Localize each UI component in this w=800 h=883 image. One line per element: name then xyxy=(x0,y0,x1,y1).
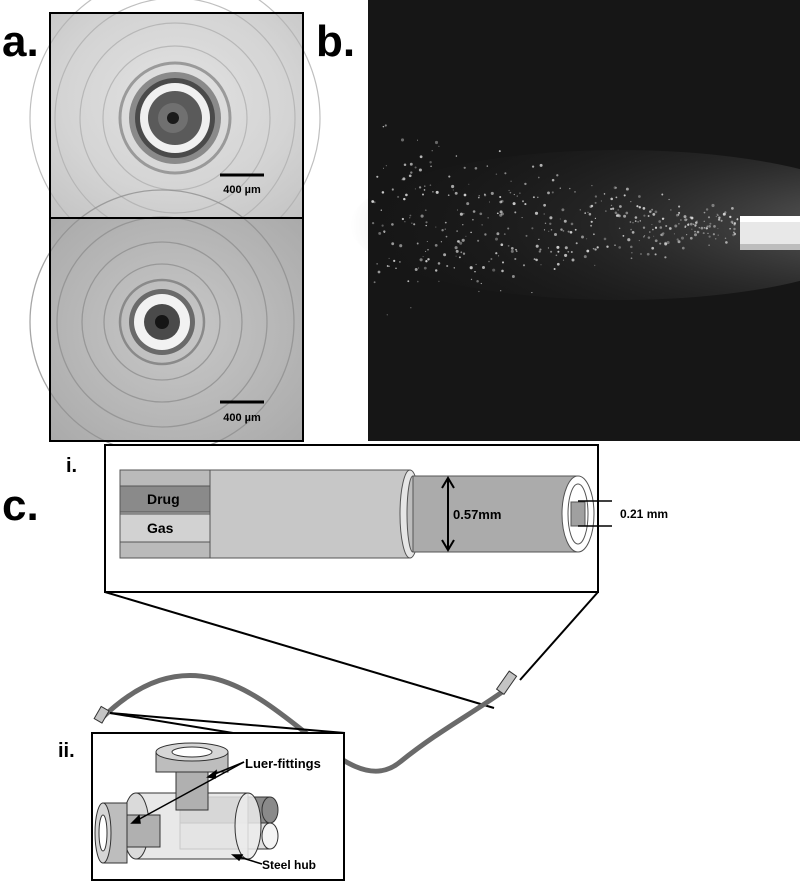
micrograph-top xyxy=(29,0,321,264)
capillary-end xyxy=(93,705,110,724)
inset-i-label: i. xyxy=(66,455,78,477)
capillary-tip xyxy=(495,670,518,696)
inner-diameter-lines xyxy=(578,500,612,527)
panel-c-label: c. xyxy=(2,481,39,530)
nozzle-tip-tube xyxy=(412,475,595,553)
zoom-line-i-left xyxy=(104,591,495,709)
scale-bar-bottom-label: 400 µm xyxy=(223,412,261,424)
luer-callout-lines xyxy=(130,761,245,824)
zoom-line-ii-right xyxy=(109,712,346,734)
panel-c: Drug Gas 0.57mm 0.21 mm xyxy=(91,444,668,881)
inner-diameter-label: 0.21 mm xyxy=(620,507,668,521)
drug-channel xyxy=(119,485,211,513)
nozzle-tip xyxy=(740,216,800,250)
outer-diameter-arrow xyxy=(441,476,455,552)
steel-hub-drawing xyxy=(94,742,279,864)
micrograph-bottom xyxy=(29,189,303,455)
spray-plume xyxy=(350,150,800,300)
scale-bar-top-label: 400 µm xyxy=(223,184,261,196)
outer-diameter-label: 0.57mm xyxy=(453,507,501,522)
panel-b xyxy=(350,0,800,441)
panel-b-label: b. xyxy=(316,17,356,66)
capillary-tube xyxy=(98,673,507,774)
panel-a: 400 µm 400 µm xyxy=(29,0,321,455)
spray-droplets xyxy=(371,124,739,316)
zoom-line-ii-left xyxy=(109,712,234,734)
steel-hub-label: Steel hub xyxy=(262,858,316,872)
zoom-line-i-right xyxy=(519,591,599,681)
panel-a-frame xyxy=(49,12,304,442)
hub-callout-line xyxy=(230,854,263,865)
panel-a-label: a. xyxy=(2,17,39,66)
inset-ii-label: ii. xyxy=(58,740,75,762)
luer-fittings-label: Luer-fittings xyxy=(245,756,321,771)
drug-label: Drug xyxy=(147,491,180,507)
gas-label: Gas xyxy=(147,520,174,536)
nozzle-body xyxy=(119,469,421,559)
gas-channel xyxy=(119,513,211,543)
